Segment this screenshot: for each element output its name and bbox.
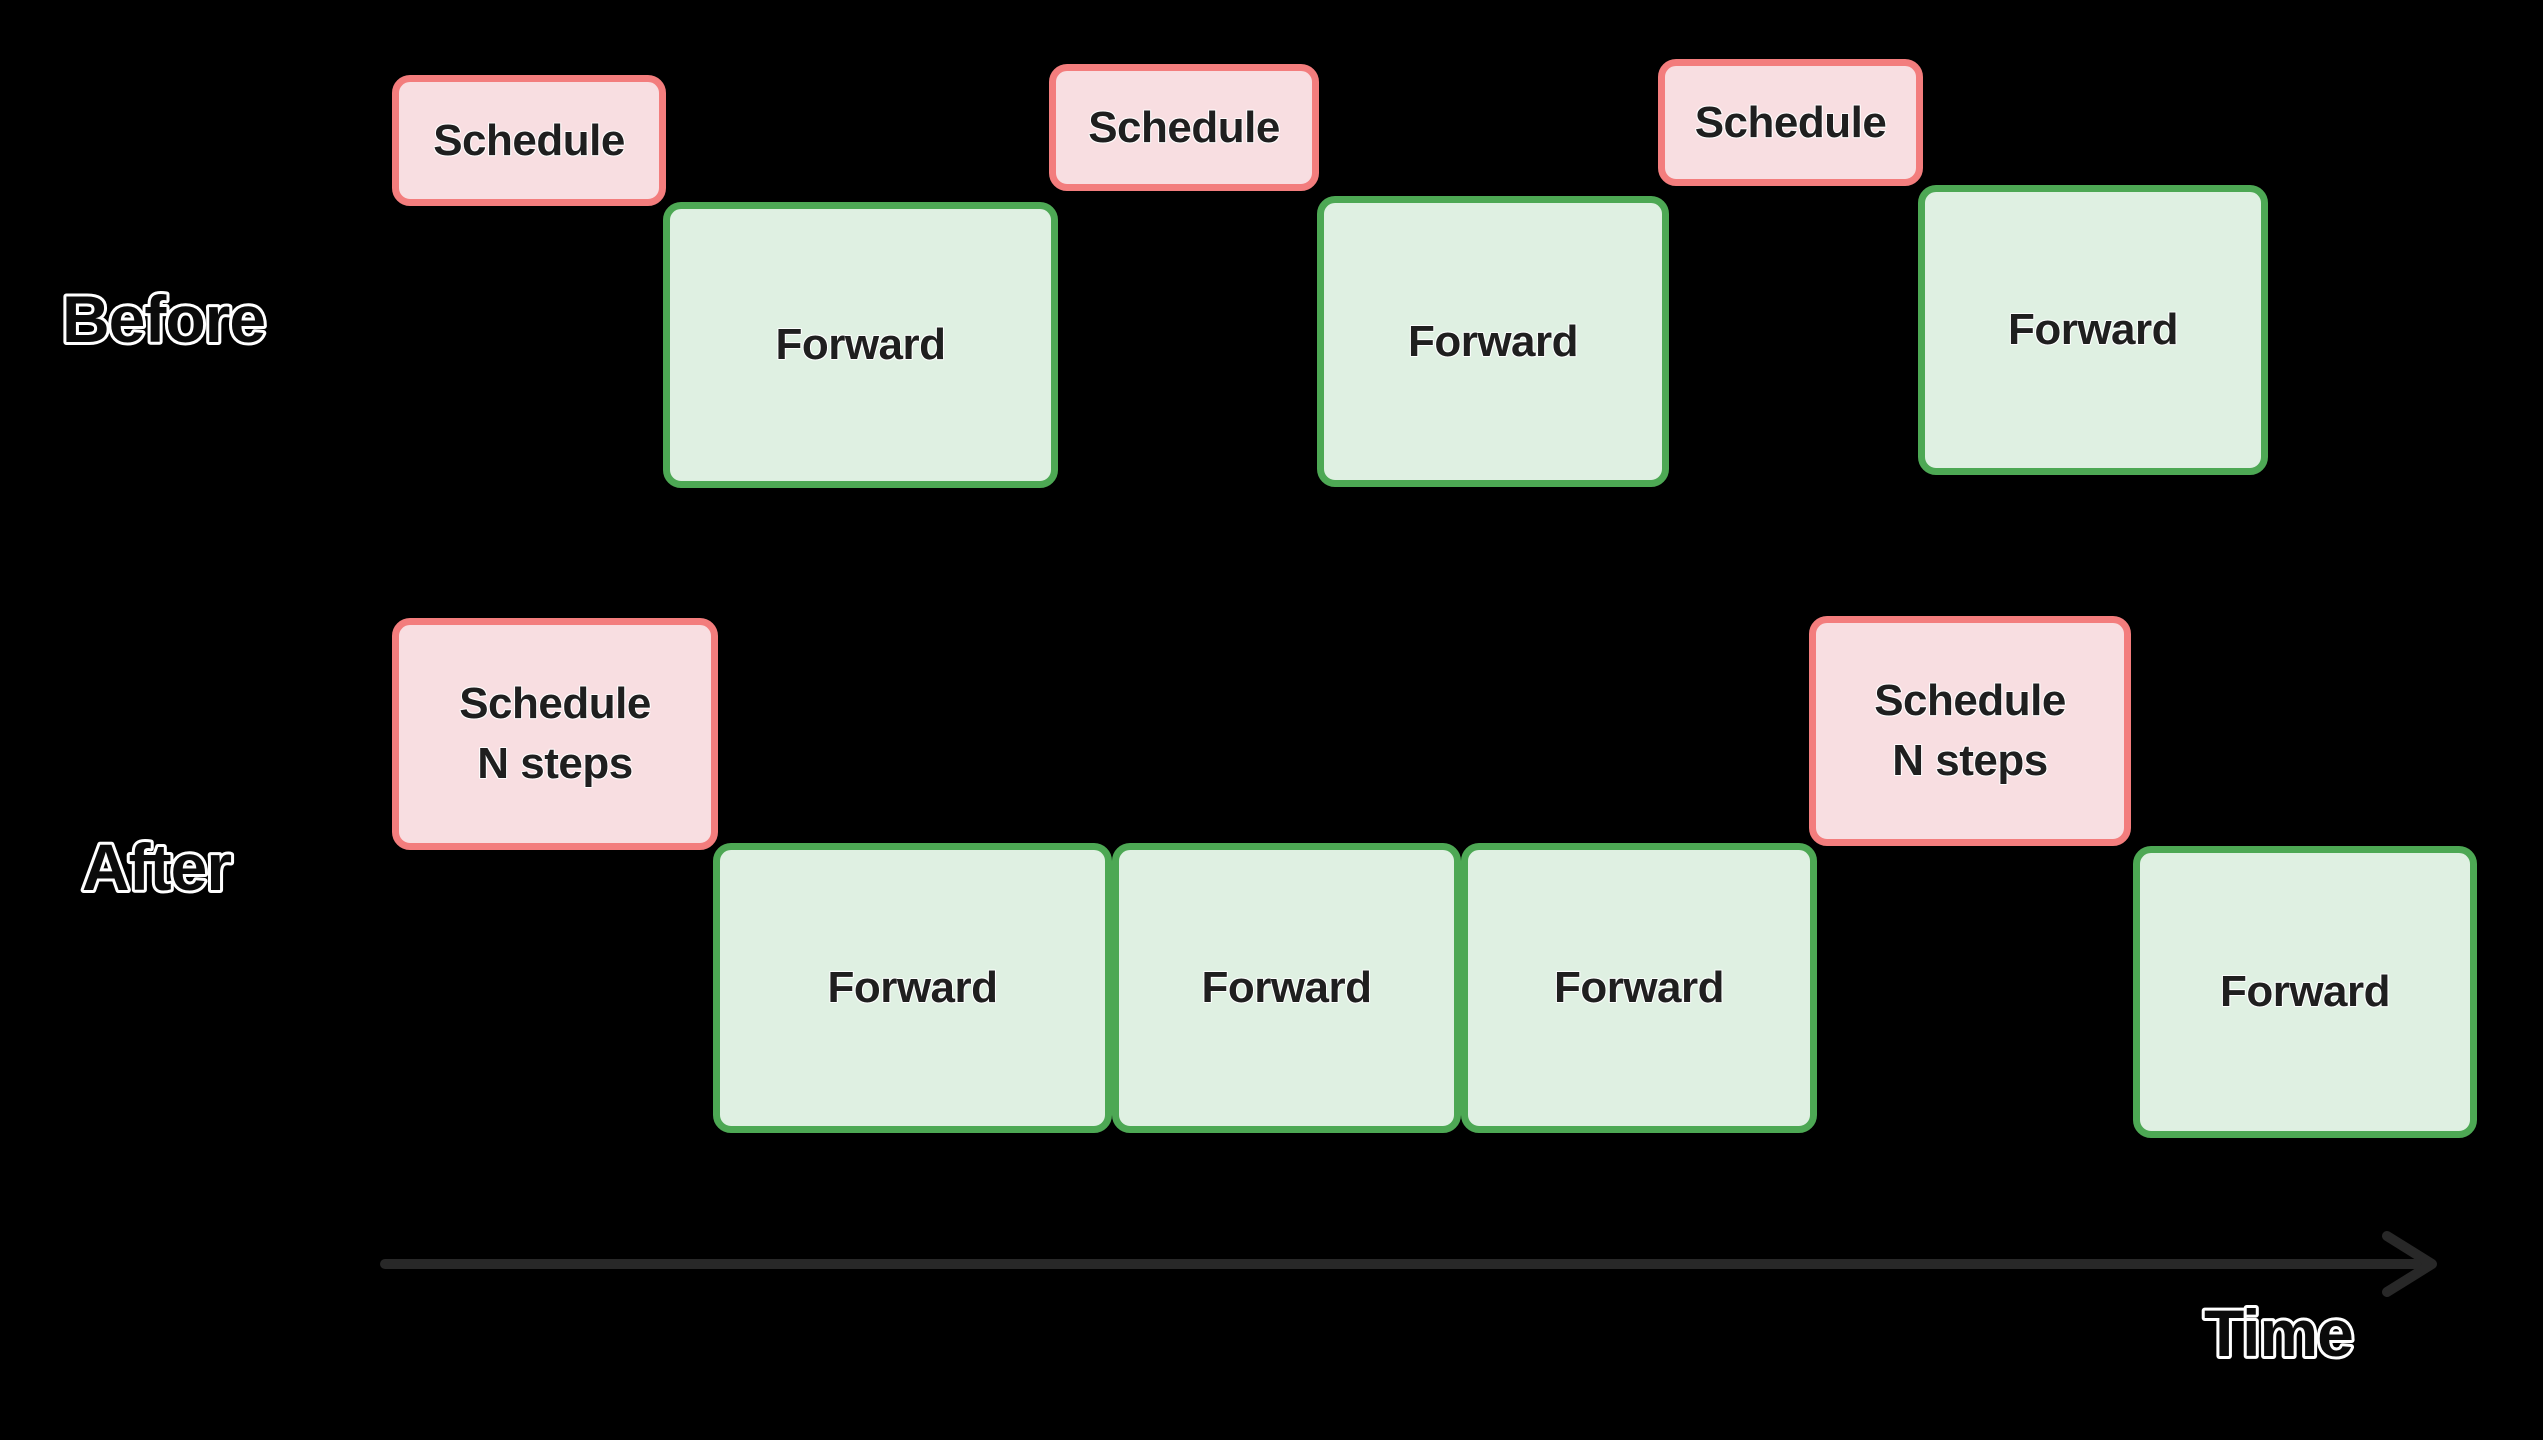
after-schedule-label-1-line-1: Schedule: [459, 679, 651, 728]
before-forward-label-1: Forward: [775, 320, 946, 369]
after-forward-label-3: Forward: [1553, 963, 1725, 1012]
after-schedule-n-steps-box-1: Schedule N steps: [392, 618, 718, 850]
after-forward-box-2: Forward: [1112, 843, 1461, 1133]
after-forward-label-2: Forward: [1201, 963, 1372, 1012]
after-schedule-n-steps-box-2: Schedule N steps: [1809, 616, 2131, 846]
before-row-label: Before: [59, 279, 269, 359]
after-forward-box-3: Forward: [1461, 843, 1817, 1133]
before-schedule-box-2: Schedule: [1049, 64, 1319, 191]
before-forward-label-2: Forward: [1407, 316, 1579, 366]
before-forward-label-3: Forward: [2007, 305, 2179, 354]
after-schedule-label-1-line-2: N steps: [477, 739, 633, 788]
before-forward-box-2: Forward: [1317, 196, 1669, 487]
after-row-label-text: After: [82, 830, 231, 904]
before-schedule-label-1: Schedule: [433, 115, 625, 165]
after-row-label: After: [79, 827, 235, 907]
before-schedule-box-1: Schedule: [392, 75, 666, 206]
after-forward-box-4: Forward: [2133, 846, 2477, 1138]
time-axis-arrow: [380, 1231, 2437, 1297]
before-schedule-box-3: Schedule: [1658, 59, 1923, 186]
after-forward-box-1: Forward: [713, 843, 1112, 1133]
before-schedule-label-2: Schedule: [1088, 102, 1280, 152]
after-forward-label-4: Forward: [2219, 967, 2391, 1016]
after-schedule-label-2-line-2: N steps: [1892, 736, 2048, 785]
arrowhead-icon: [2382, 1231, 2437, 1297]
after-schedule-label-2-line-1: Schedule: [1874, 676, 2066, 725]
after-forward-label-1: Forward: [827, 963, 998, 1012]
before-schedule-label-3: Schedule: [1694, 97, 1887, 147]
before-forward-box-3: Forward: [1918, 185, 2268, 475]
time-axis-label-text: Time: [2204, 1296, 2353, 1370]
before-row-label-text: Before: [62, 282, 265, 356]
time-axis-label: Time: [2201, 1293, 2357, 1373]
before-forward-box-1: Forward: [663, 202, 1058, 488]
